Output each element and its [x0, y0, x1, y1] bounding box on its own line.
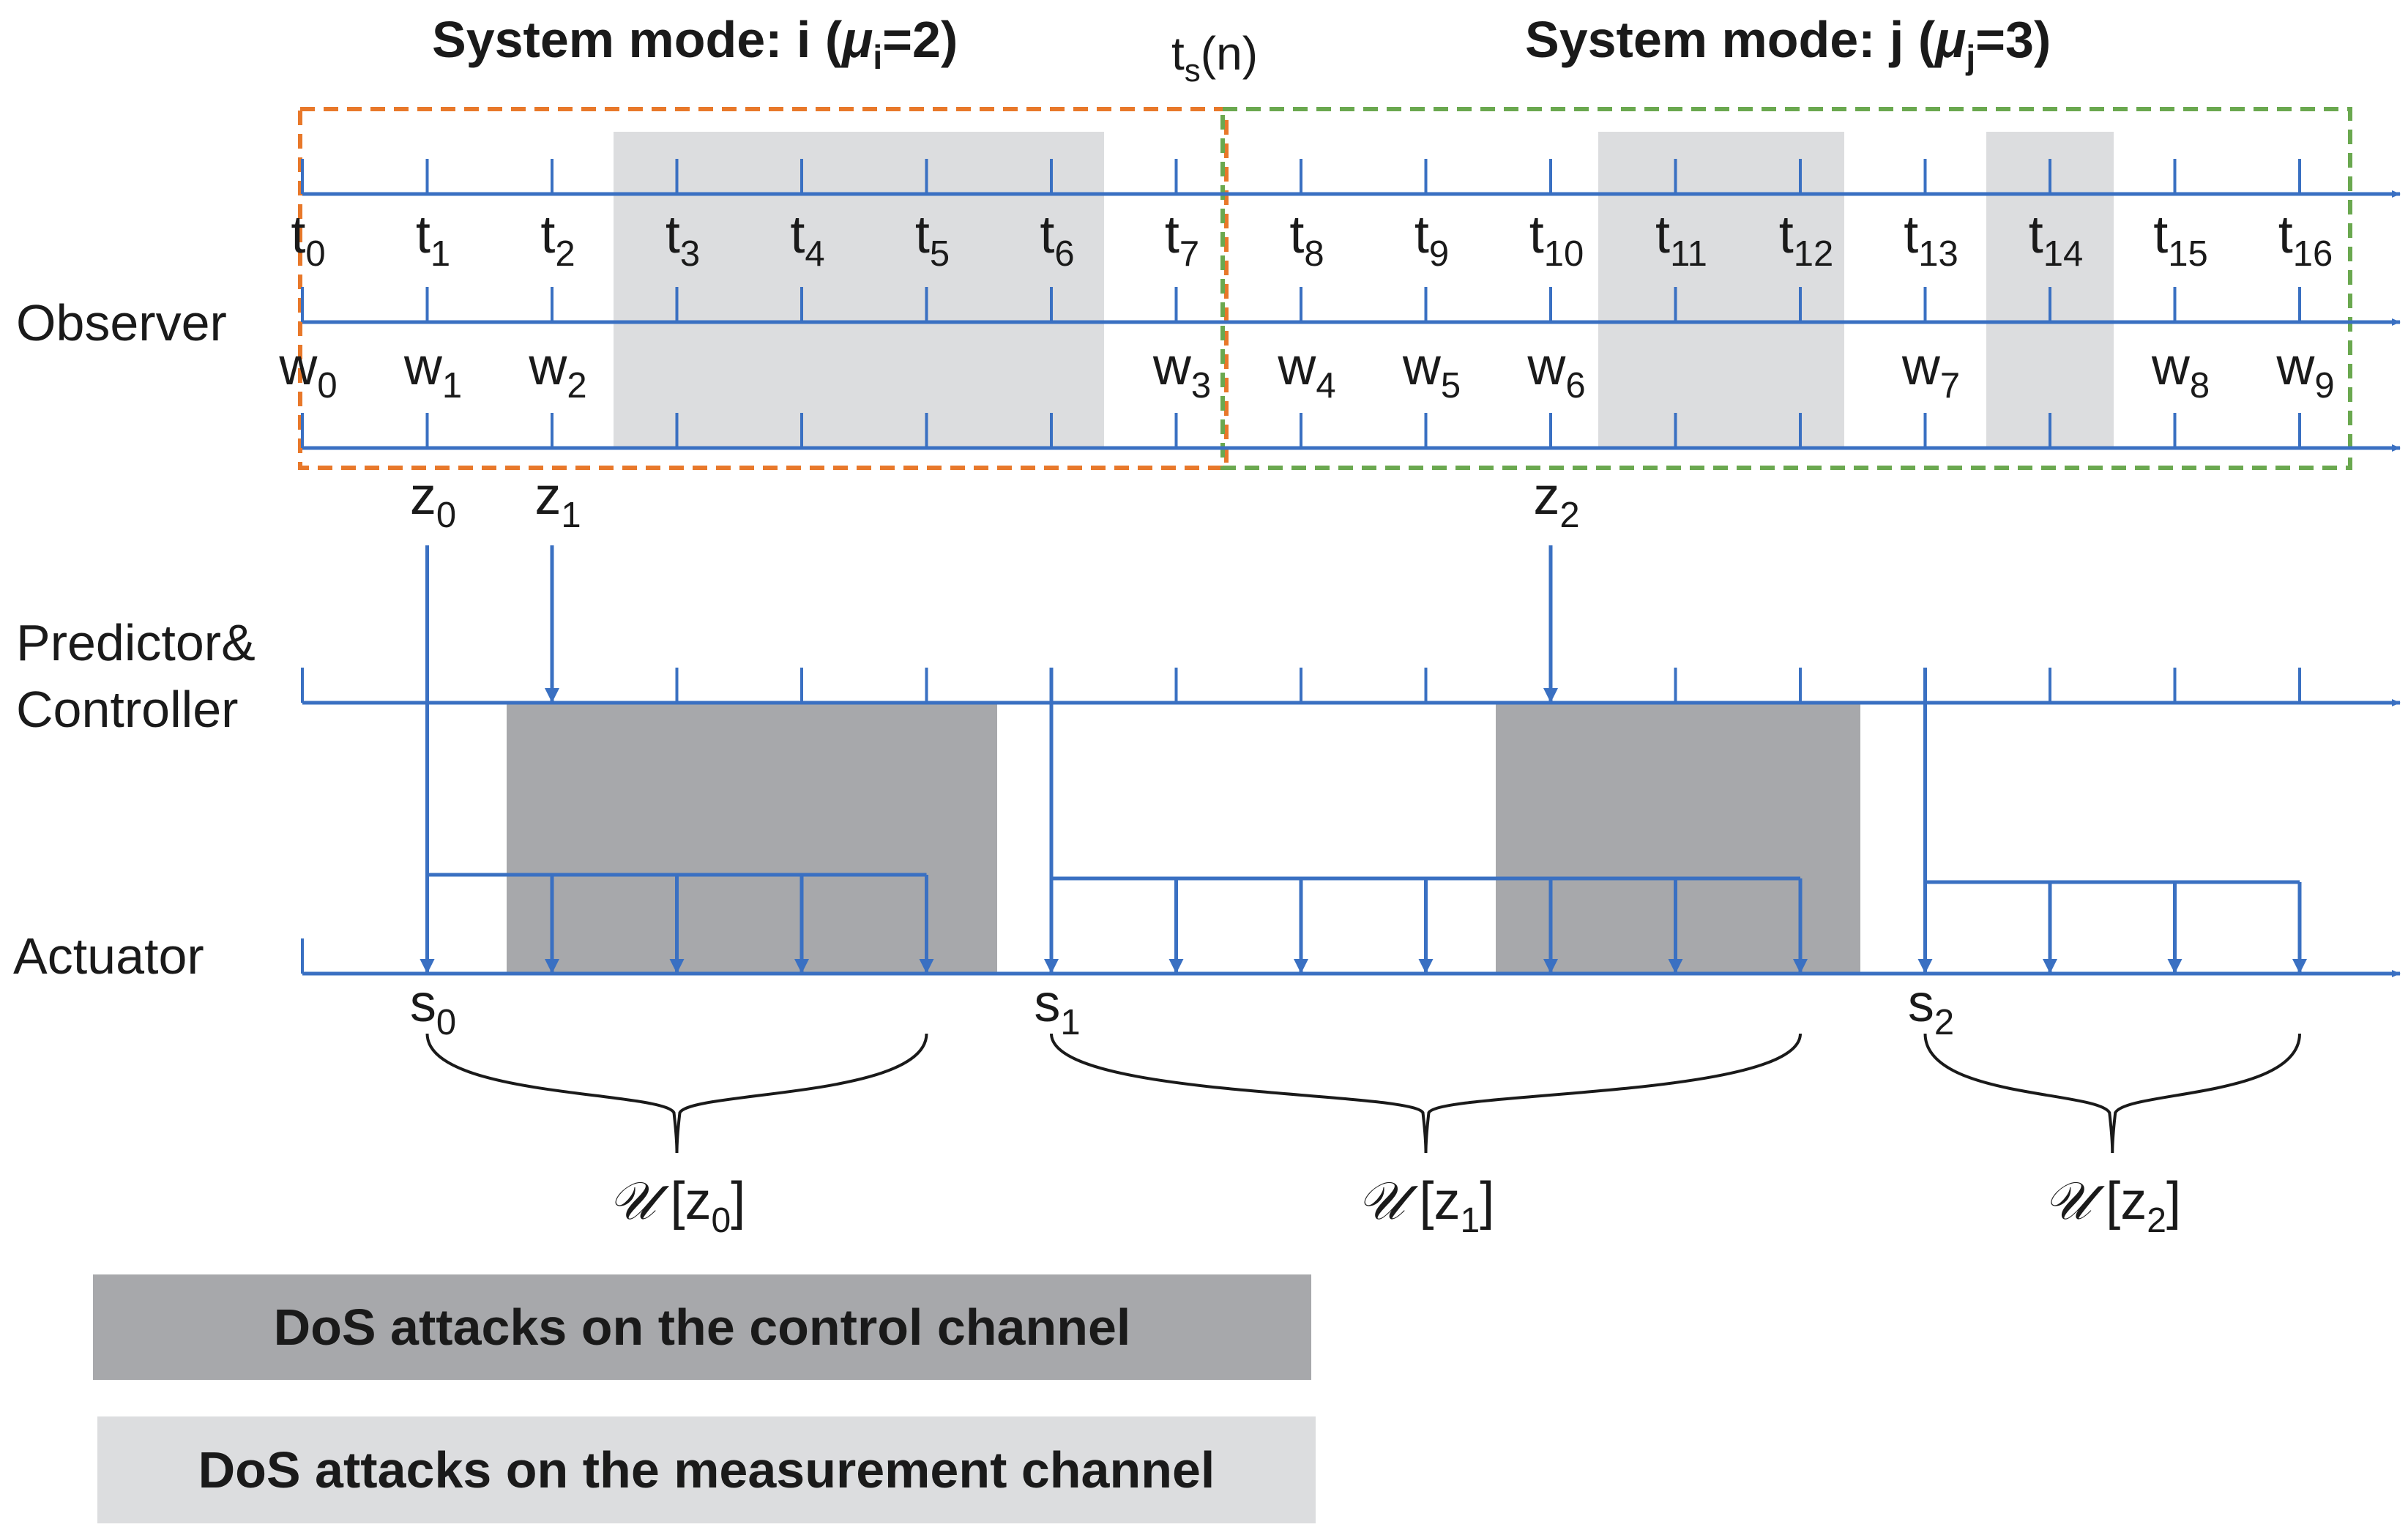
control-attack-region: [507, 703, 997, 974]
mode-i-title: System mode: i (μi=2): [432, 11, 958, 76]
time-label: t11: [1655, 206, 1707, 274]
actuator-label: Actuator: [13, 927, 204, 985]
time-label: t10: [1529, 206, 1584, 274]
time-label: t15: [2153, 206, 2208, 274]
time-label: t6: [1040, 206, 1074, 274]
legend-control-label: DoS attacks on the control channel: [273, 1299, 1131, 1356]
time-label: t1: [416, 206, 450, 274]
control-sequence-braces: 𝒰 [z0] 𝒰 [z1] 𝒰 [z2]: [425, 1033, 2301, 1240]
measurement-attack-regions: [614, 132, 2114, 448]
mode-j-title: System mode: j (μj=3): [1525, 11, 2051, 76]
time-label: t4: [790, 206, 824, 274]
w-label: w8: [2151, 337, 2210, 406]
control-attack-regions: [507, 703, 1860, 974]
mode-j-box: [1220, 107, 2352, 470]
sample-labels: t0 t1 t2 t3 t4 t5 t6 t7 t8 t9 t10 t11 t12 t13 t14 t15 t1…: [278, 206, 2334, 1042]
z-label: z2: [1533, 467, 1579, 535]
time-label: t16: [2278, 206, 2333, 274]
control-sequence-label: 𝒰 [z2]: [2043, 1170, 2181, 1240]
time-label: t7: [1165, 206, 1199, 274]
w-label: w5: [1402, 337, 1461, 406]
time-label: t14: [2029, 206, 2084, 274]
z-label: z1: [534, 467, 581, 535]
w-label: w0: [278, 337, 337, 406]
predictor-label: Predictor&: [16, 614, 256, 671]
time-label: t12: [1779, 206, 1834, 274]
w-label: w9: [2275, 337, 2334, 406]
signal-flows: [420, 545, 2307, 974]
legend-measurement-label: DoS attacks on the measurement channel: [198, 1441, 1215, 1498]
controller-label: Controller: [16, 681, 238, 738]
s-label: s2: [1908, 974, 1954, 1042]
time-label: t2: [540, 206, 575, 274]
measurement-attack-region: [614, 132, 1104, 448]
time-label: t13: [1904, 206, 1958, 274]
w-label: w7: [1901, 337, 1960, 406]
time-label: t0: [291, 206, 325, 274]
control-sequence-label: 𝒰 [z1]: [1357, 1170, 1495, 1240]
mode-i-box: [298, 107, 1229, 470]
time-label: t9: [1414, 206, 1449, 274]
legend-control-channel-attack: DoS attacks on the control channel: [93, 1274, 1311, 1380]
w-label: w4: [1277, 337, 1335, 406]
w-label: w1: [403, 337, 462, 406]
s-label: s0: [410, 974, 456, 1042]
legend-measurement-channel-attack: DoS attacks on the measurement channel: [97, 1416, 1316, 1523]
s-label: s1: [1034, 974, 1080, 1042]
time-label: t8: [1289, 206, 1324, 274]
w-label: w2: [528, 337, 586, 406]
time-label: t3: [666, 206, 700, 274]
control-sequence-brace: [425, 1033, 928, 1154]
control-sequence-label: 𝒰 [z0]: [608, 1170, 746, 1240]
switch-time-label: ts(n): [1171, 27, 1258, 89]
z-label: z0: [410, 467, 456, 535]
w-label: w6: [1527, 337, 1585, 406]
control-sequence-brace: [1923, 1033, 2301, 1154]
observer-label: Observer: [16, 294, 227, 351]
w-label: w3: [1152, 337, 1211, 406]
measurement-attack-region: [1598, 132, 1844, 448]
time-label: t5: [915, 206, 950, 274]
control-sequence-brace: [1050, 1033, 1802, 1154]
